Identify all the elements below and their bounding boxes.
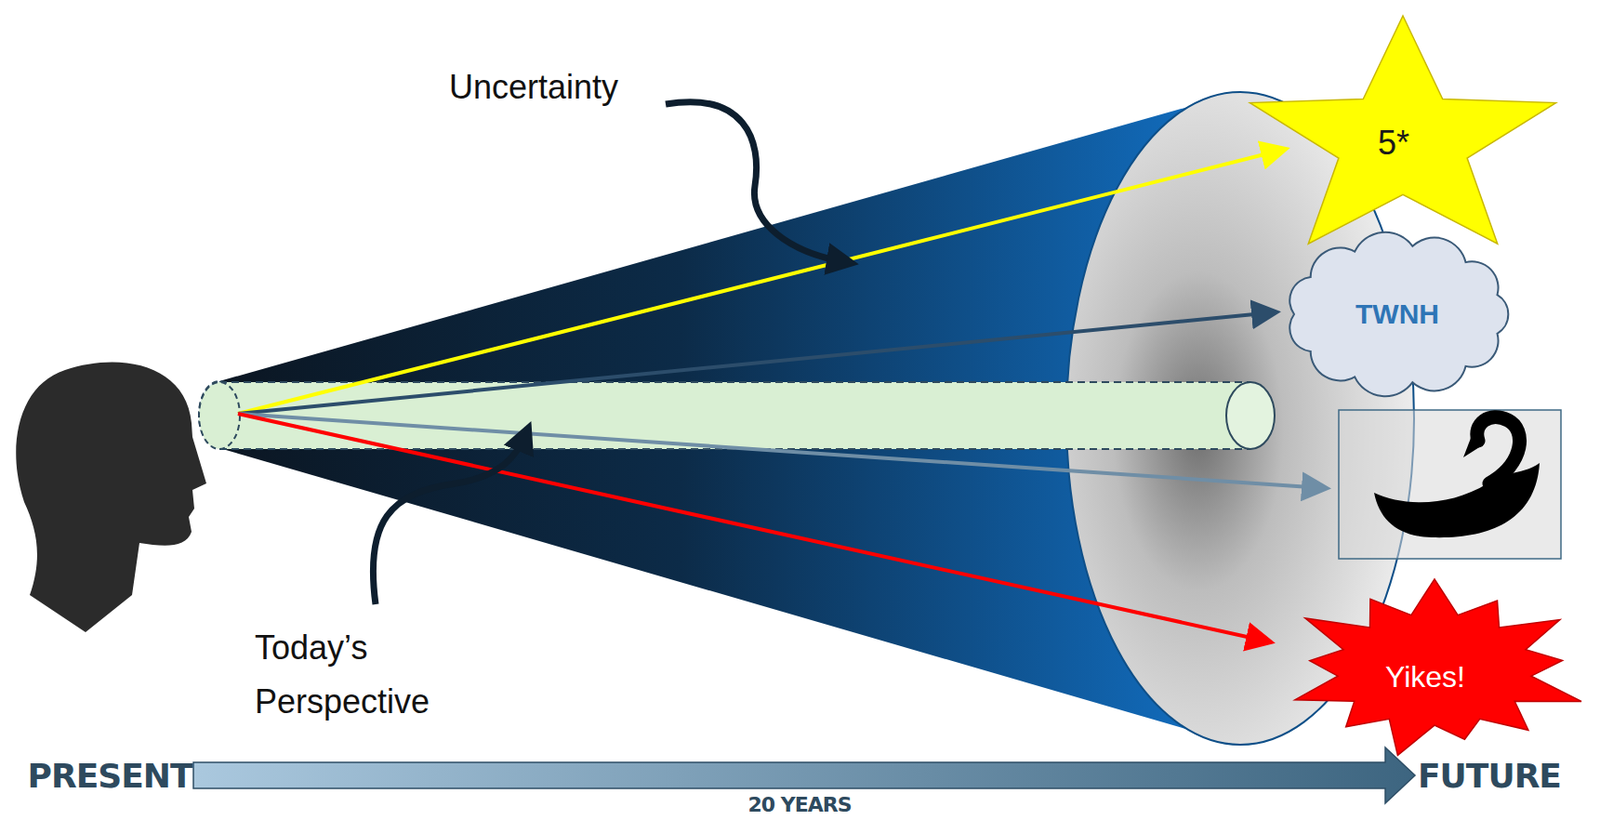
- scenario-cloud: TWNH: [1279, 230, 1517, 398]
- scenario-arrow: [238, 312, 1274, 414]
- best-case-star: 5*: [1240, 13, 1566, 247]
- perspective-cylinder: [219, 382, 1251, 450]
- head-silhouette: [15, 362, 207, 633]
- node-text: Yikes!: [1385, 660, 1466, 695]
- black-swan-neck: [1477, 417, 1521, 484]
- future-label: FUTURE: [1417, 759, 1561, 794]
- node-text: TWNH: [1355, 298, 1440, 331]
- worst-case-arrow: [238, 413, 1269, 642]
- scenario-cloud-shape: [1289, 232, 1508, 397]
- uncertainty-leader: [665, 102, 847, 263]
- cylinder-end: [1226, 382, 1275, 450]
- present-label: PRESENT: [27, 759, 193, 794]
- cylinder-start: [198, 382, 240, 450]
- best-case-arrow: [238, 149, 1283, 414]
- node-label: 5*: [1377, 123, 1410, 163]
- black-swan-box: [1338, 409, 1561, 559]
- node-label: TWNH: [1355, 298, 1440, 331]
- cylinder-edge: [219, 382, 1251, 450]
- horizon-label: 20 YEARS: [747, 794, 851, 816]
- perspective-leader: [372, 433, 527, 605]
- uncertainty-label: Uncertainty: [449, 70, 619, 105]
- worst-case-burst-shape: [1295, 579, 1582, 755]
- black-swan-body: [1374, 462, 1540, 538]
- black-swan-beak: [1463, 433, 1484, 458]
- perspective-label: Today’s Perspective: [254, 621, 469, 728]
- node-text: 5*: [1377, 123, 1410, 163]
- worst-case-burst: Yikes!: [1274, 576, 1595, 763]
- best-case-star-shape: [1250, 15, 1557, 244]
- node-label: Yikes!: [1385, 660, 1466, 695]
